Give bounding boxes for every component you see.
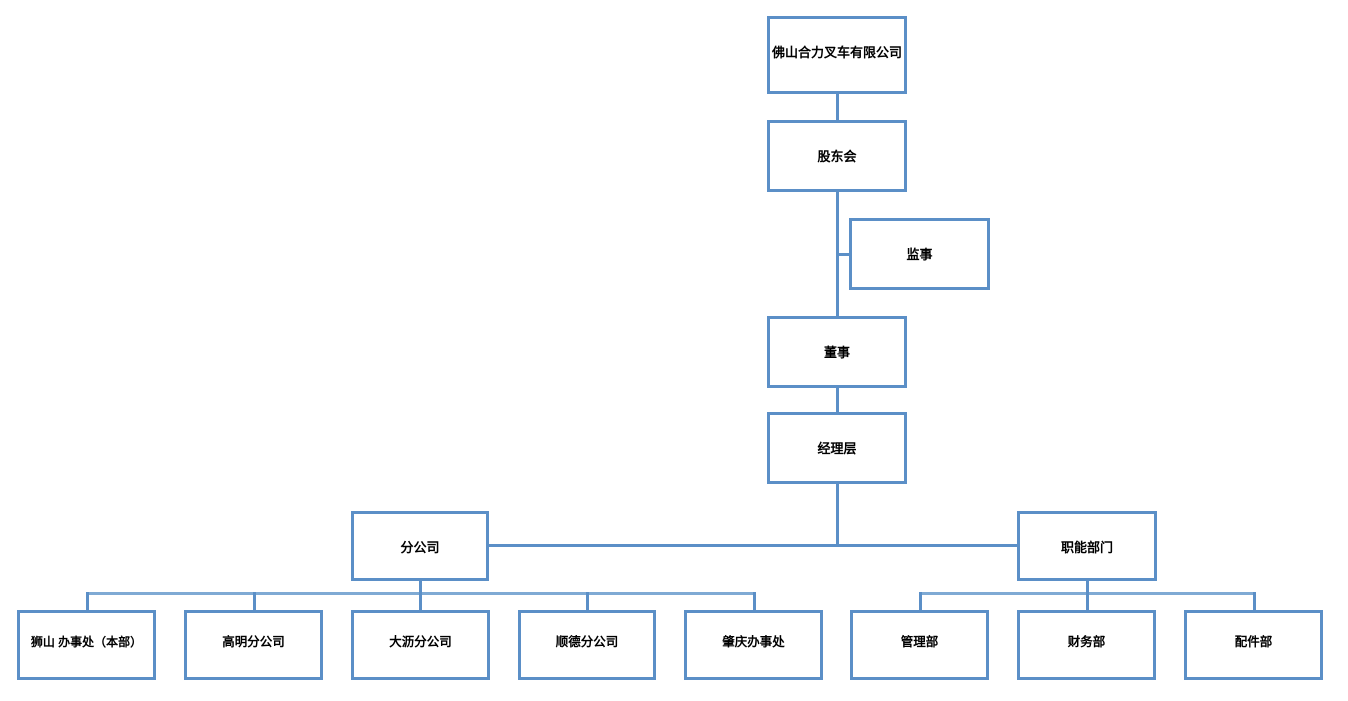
connector-drop-shunde [586,592,589,612]
node-supervisor[interactable]: 监事 [849,218,990,290]
connector-company-to-shareholders [836,94,839,120]
connector-level-bus [489,544,1017,547]
connector-drop-gaoming [253,592,256,612]
node-dali-branch[interactable]: 大沥分公司 [351,610,490,680]
connector-drop-shishan [86,592,89,612]
connector-drop-dali [419,592,422,612]
connector-branches-down [419,581,422,594]
connector-drop-peijian [1253,592,1256,612]
connector-drop-zhaoqing [753,592,756,612]
connector-drop-guanli [919,592,922,612]
connector-drop-caiwu [1086,592,1089,612]
node-parts-department[interactable]: 配件部 [1184,610,1323,680]
node-branch-companies[interactable]: 分公司 [351,511,489,581]
connector-functions-down [1086,581,1089,594]
connector-supervisor-stub [836,253,852,256]
connector-management-to-level-bus [836,484,839,546]
node-shunde-branch[interactable]: 顺德分公司 [518,610,656,680]
node-functional-departments[interactable]: 职能部门 [1017,511,1157,581]
node-management-layer[interactable]: 经理层 [767,412,907,484]
node-finance-department[interactable]: 财务部 [1017,610,1156,680]
node-shareholders-meeting[interactable]: 股东会 [767,120,907,192]
node-company[interactable]: 佛山合力叉车有限公司 [767,16,907,94]
connector-director-to-management [836,388,839,412]
node-gaoming-branch[interactable]: 高明分公司 [184,610,323,680]
node-shishan-office-headquarters[interactable]: 狮山 办事处（本部） [17,610,156,680]
node-management-department[interactable]: 管理部 [850,610,989,680]
node-zhaoqing-office[interactable]: 肇庆办事处 [684,610,823,680]
node-director[interactable]: 董事 [767,316,907,388]
